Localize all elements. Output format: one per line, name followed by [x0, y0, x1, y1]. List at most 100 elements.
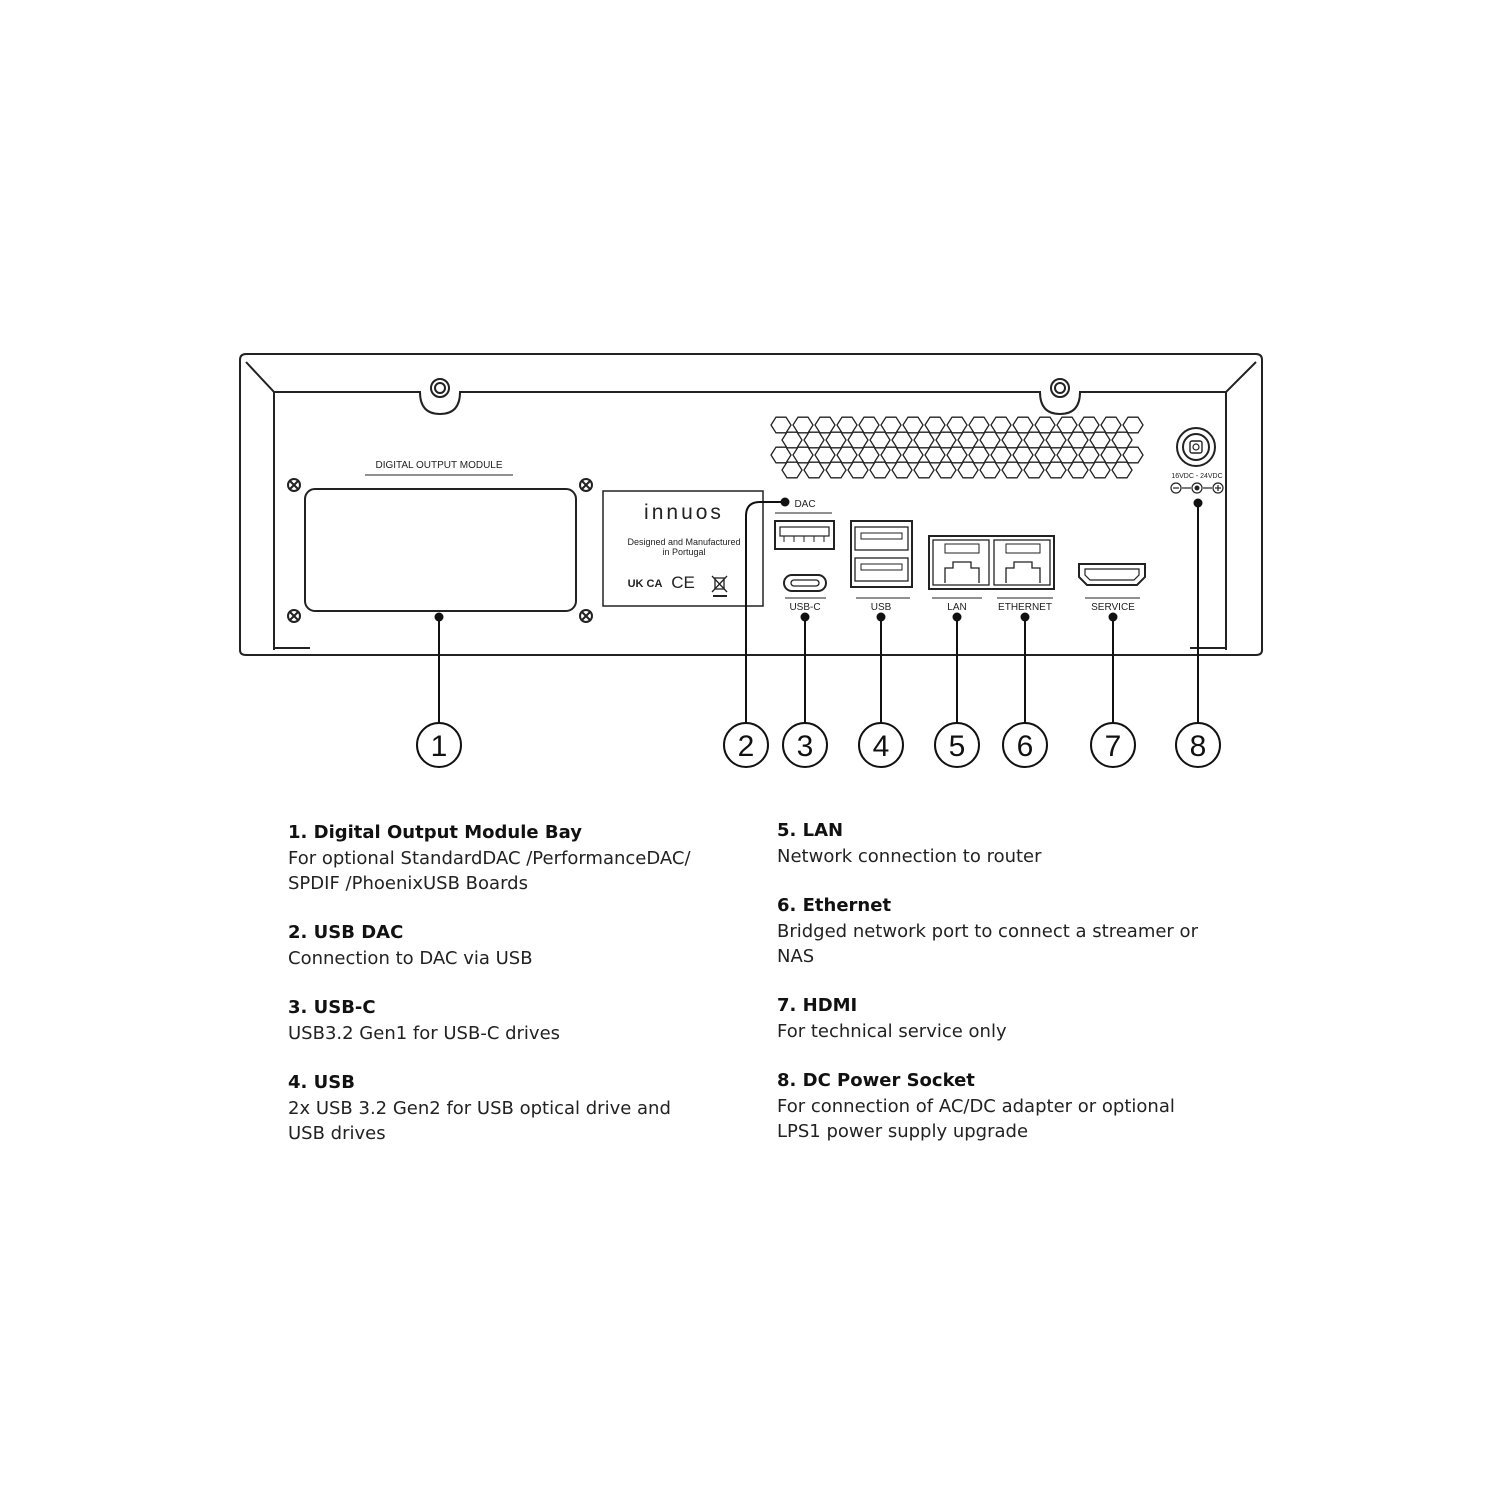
callout-1: 1: [416, 722, 462, 768]
legend-item-7: 7. HDMI For technical service only: [777, 993, 1247, 1044]
vent-hexagon: [869, 461, 891, 479]
leader-lines: [438, 501, 1199, 723]
legend-title: 8. DC Power Socket: [777, 1070, 975, 1091]
vent-hexagon: [1067, 461, 1089, 479]
weee-icon: [711, 575, 728, 597]
vent-hexagon: [1089, 431, 1111, 449]
power-rating-label: 16VDC - 24VDC: [1171, 473, 1222, 480]
legend-desc: USB drives: [288, 1123, 386, 1144]
vent-hexagon: [1078, 416, 1100, 434]
vent-hexagon: [979, 431, 1001, 449]
vent-hexagon: [891, 431, 913, 449]
vent-hexagon: [1034, 446, 1056, 464]
legend-desc: USB3.2 Gen1 for USB-C drives: [288, 1023, 561, 1044]
vent-hexagon: [814, 416, 836, 434]
vent-hexagon: [880, 416, 902, 434]
legend-title: 5. LAN: [777, 820, 844, 841]
vent-hexagon: [825, 461, 847, 479]
vent-hexagon: [869, 431, 891, 449]
svg-text:8: 8: [1190, 730, 1207, 763]
vent-hexagon: [1089, 461, 1111, 479]
label-line2: in Portugal: [662, 547, 705, 557]
vent-hexagon: [935, 461, 957, 479]
vent-hexagon: [1023, 461, 1045, 479]
vent-hexagon: [770, 446, 792, 464]
vent-hexagon: [1056, 416, 1078, 434]
vent-hexagon: [781, 431, 803, 449]
module-bay: DIGITAL OUTPUT MODULE: [287, 460, 593, 623]
legend-item-8: 8. DC Power Socket For connection of AC/…: [777, 1068, 1247, 1144]
legend-desc: Bridged network port to connect a stream…: [777, 921, 1198, 942]
vent-hexagon: [836, 416, 858, 434]
vent-hexagon: [1045, 461, 1067, 479]
vent-hexagon: [913, 431, 935, 449]
legend-item-1: 1. Digital Output Module Bay For optiona…: [288, 820, 758, 896]
legend-desc: Connection to DAC via USB: [288, 948, 533, 969]
ethernet-label: ETHERNET: [998, 602, 1052, 613]
network-ports: [928, 535, 1055, 599]
legend-title: 3. USB-C: [288, 997, 376, 1018]
vent-hexagon: [902, 416, 924, 434]
vent-hexagon: [880, 446, 902, 464]
legend-desc: 2x USB 3.2 Gen2 for USB optical drive an…: [288, 1098, 671, 1119]
legend-title: 6. Ethernet: [777, 895, 892, 916]
vent-hexagon: [825, 431, 847, 449]
ventilation-grille: [770, 416, 1144, 479]
callout-7: 7: [1090, 722, 1136, 768]
vent-hexagon: [946, 416, 968, 434]
vent-hexagon: [924, 446, 946, 464]
vent-hexagon: [803, 461, 825, 479]
svg-text:5: 5: [949, 730, 966, 763]
vent-hexagon: [1100, 446, 1122, 464]
legend-desc: Network connection to router: [777, 846, 1042, 867]
callout-2: 2: [723, 722, 769, 768]
vent-hexagon: [1001, 431, 1023, 449]
vent-hexagon: [1001, 461, 1023, 479]
legend-title: 1. Digital Output Module Bay: [288, 822, 582, 843]
vent-hexagon: [1078, 446, 1100, 464]
leader-dots: [434, 497, 1203, 622]
svg-text:2: 2: [738, 730, 755, 763]
vent-hexagon: [1056, 446, 1078, 464]
vent-hexagon: [968, 446, 990, 464]
vent-hexagon: [968, 416, 990, 434]
hdmi-port: [1078, 563, 1146, 599]
module-bay-label: DIGITAL OUTPUT MODULE: [375, 460, 502, 471]
vent-hexagon: [1012, 416, 1034, 434]
chassis: [239, 353, 1263, 656]
callout-8: 8: [1175, 722, 1221, 768]
legend-desc: NAS: [777, 946, 815, 967]
vent-hexagon: [902, 446, 924, 464]
legend-desc: For connection of AC/DC adapter or optio…: [777, 1096, 1175, 1117]
legend-item-3: 3. USB-C USB3.2 Gen1 for USB-C drives: [288, 995, 758, 1046]
vent-hexagon: [990, 416, 1012, 434]
vent-hexagon: [1111, 431, 1133, 449]
vent-hexagon: [891, 461, 913, 479]
vent-hexagon: [957, 431, 979, 449]
legend-item-4: 4. USB 2x USB 3.2 Gen2 for USB optical d…: [288, 1070, 758, 1146]
vent-hexagon: [803, 431, 825, 449]
usbc-label: USB-C: [789, 602, 820, 613]
svg-text:3: 3: [797, 730, 814, 763]
vent-hexagon: [858, 416, 880, 434]
legend-desc: LPS1 power supply upgrade: [777, 1121, 1029, 1142]
legend-desc: For technical service only: [777, 1021, 1007, 1042]
vent-hexagon: [946, 446, 968, 464]
svg-text:1: 1: [431, 730, 448, 763]
vent-hexagon: [792, 446, 814, 464]
callout-3: 3: [782, 722, 828, 768]
vent-hexagon: [792, 416, 814, 434]
vent-hexagon: [1100, 416, 1122, 434]
vent-hexagon: [913, 461, 935, 479]
legend-desc: SPDIF /PhoenixUSB Boards: [288, 873, 528, 894]
legend-left-column: 1. Digital Output Module Bay For optiona…: [288, 820, 758, 1170]
ukca-mark: UK CA: [628, 578, 663, 590]
legend-desc: For optional StandardDAC /PerformanceDAC…: [288, 848, 691, 869]
usbc-port: [783, 574, 827, 599]
lan-label: LAN: [947, 602, 966, 613]
label-line1: Designed and Manufactured: [627, 537, 740, 547]
usb-dac-port: DAC: [774, 499, 835, 550]
vent-hexagon: [957, 461, 979, 479]
vent-hexagon: [1045, 431, 1067, 449]
